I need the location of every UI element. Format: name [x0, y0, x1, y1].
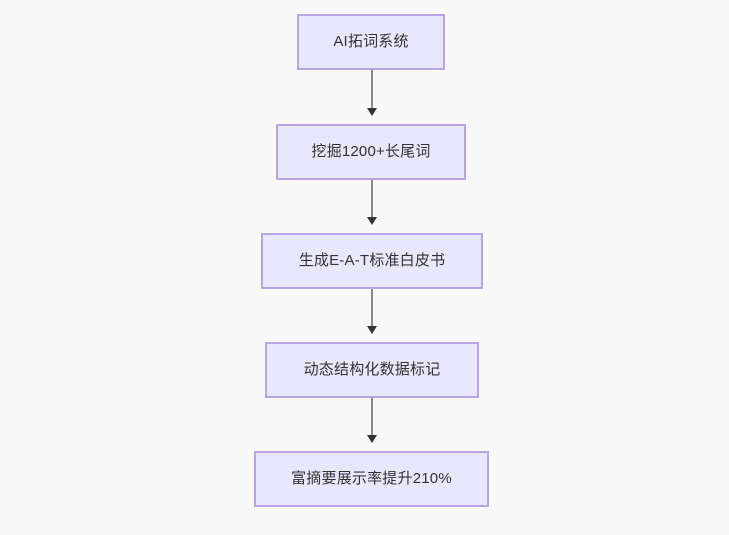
flowchart-node-n5[interactable]: 富摘要展示率提升210% — [254, 451, 489, 507]
flowchart-node-n1[interactable]: AI拓词系统 — [297, 14, 445, 70]
arrowhead-icon — [367, 217, 377, 225]
arrowhead-icon — [367, 435, 377, 443]
node-label: 动态结构化数据标记 — [303, 361, 441, 378]
edge-n2-n3 — [367, 180, 377, 225]
flowchart-node-n3[interactable]: 生成E-A-T标准白皮书 — [261, 233, 483, 289]
arrowhead-icon — [367, 326, 377, 334]
node-label: 挖掘1200+长尾词 — [311, 143, 431, 160]
edge-line — [371, 180, 373, 218]
node-label: 生成E-A-T标准白皮书 — [298, 252, 446, 269]
flowchart-node-n2[interactable]: 挖掘1200+长尾词 — [276, 124, 466, 180]
edge-n3-n4 — [367, 289, 377, 334]
edge-line — [371, 398, 373, 436]
flowchart-node-n4[interactable]: 动态结构化数据标记 — [265, 342, 479, 398]
node-label: AI拓词系统 — [333, 33, 409, 50]
edge-line — [371, 289, 373, 327]
arrowhead-icon — [367, 108, 377, 116]
edge-n4-n5 — [367, 398, 377, 443]
edge-n1-n2 — [367, 70, 377, 116]
node-label: 富摘要展示率提升210% — [291, 470, 452, 487]
edge-line — [371, 70, 373, 109]
